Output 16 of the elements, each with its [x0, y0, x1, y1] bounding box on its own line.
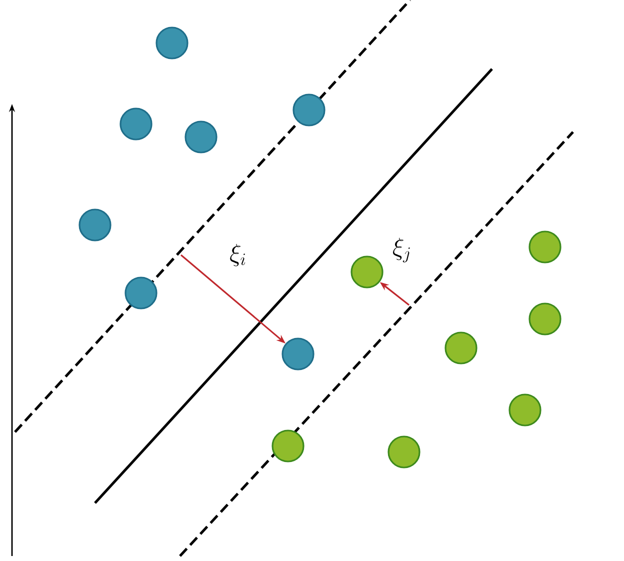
data-point — [444, 332, 478, 364]
data-point — [120, 108, 152, 140]
data-point — [292, 94, 326, 126]
data-point — [388, 436, 420, 468]
data-point — [528, 302, 562, 336]
data-point — [124, 276, 158, 310]
data-point — [350, 256, 384, 288]
data-point — [282, 338, 314, 370]
data-point — [156, 26, 188, 60]
data-point — [184, 120, 218, 154]
data-point — [528, 230, 562, 264]
edge-label: $\xi_i$ — [230, 244, 246, 266]
data-point — [78, 208, 112, 242]
edge-label: $\xi_j$ — [393, 238, 410, 262]
data-point — [272, 430, 304, 462]
data-point — [508, 394, 542, 426]
